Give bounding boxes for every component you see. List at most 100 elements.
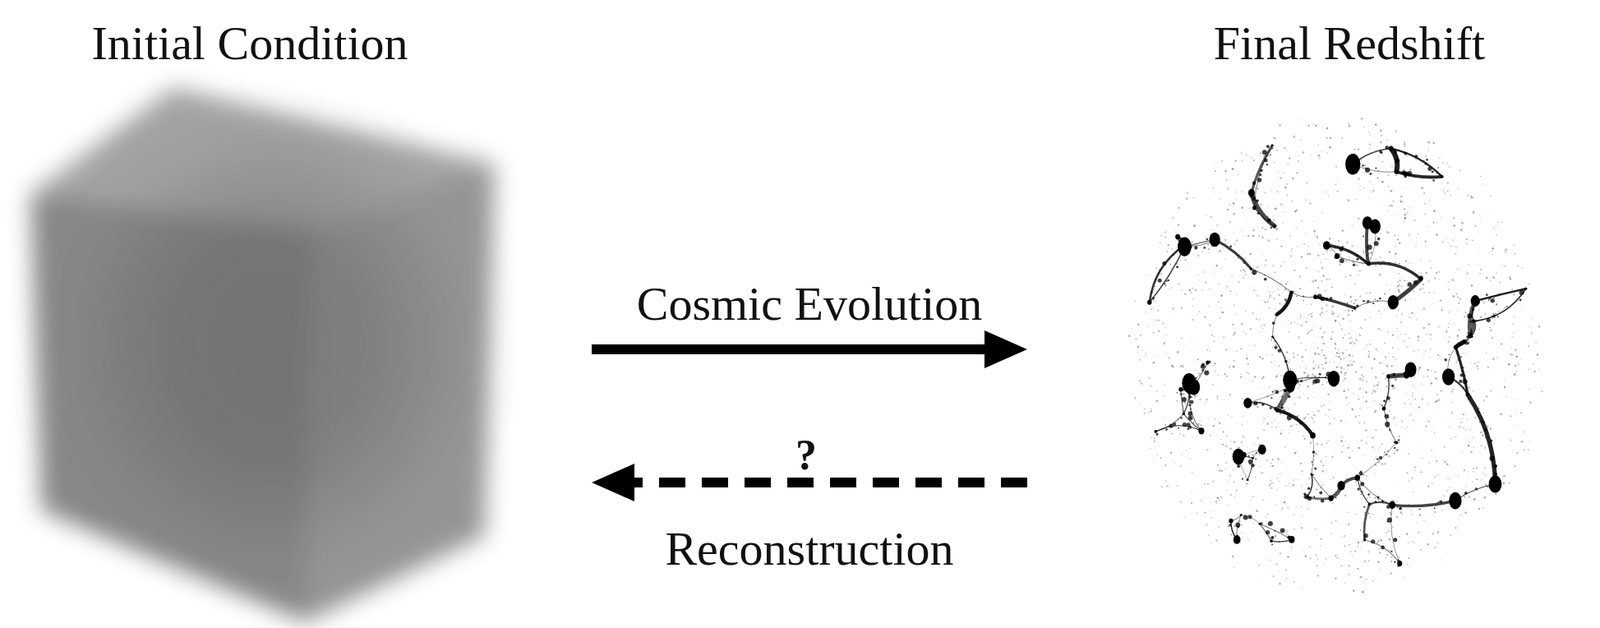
web-speck [1392,387,1394,389]
web-speck [1157,330,1160,332]
web-speck [1516,355,1519,359]
web-speck [1235,350,1238,353]
web-speck [1348,456,1352,459]
web-speck [1274,360,1277,363]
web-speck [1376,383,1379,387]
web-speck [1297,155,1299,157]
web-speck [1461,352,1464,355]
web-speck [1312,312,1314,314]
web-speck [1165,479,1167,481]
web-speck [1290,250,1292,252]
web-speck [1412,350,1415,352]
web-speck [1326,278,1328,281]
web-speck [1397,215,1398,217]
web-speck [1447,175,1448,176]
web-speck [1330,532,1332,534]
web-speck [1465,311,1467,314]
web-speck [1246,420,1248,422]
web-speck [1404,211,1406,213]
web-speck [1284,495,1286,497]
web-speck [1204,281,1207,283]
web-speck [1392,346,1394,349]
web-filament [1247,457,1253,480]
web-speck [1272,575,1275,577]
web-speck [1443,357,1445,359]
web-speck [1504,250,1507,253]
web-speck [1220,496,1222,498]
web-speck [1428,149,1430,151]
web-speck [1288,432,1291,434]
web-speck [1183,434,1186,437]
web-speck [1500,342,1504,346]
web-speck [1391,204,1393,206]
web-speck [1530,331,1534,335]
web-speck [1305,367,1308,369]
web-speck [1175,400,1178,402]
web-speck [1253,289,1255,291]
web-speck [1364,171,1366,174]
web-speck [1448,426,1451,429]
web-speck [1336,557,1338,559]
web-speck [1429,379,1430,381]
web-speck [1391,431,1393,433]
web-speck [1394,230,1396,231]
web-speck [1429,355,1431,358]
web-speck [1308,124,1310,127]
web-speck [1351,450,1353,452]
web-speck [1483,399,1486,402]
web-speck [1381,518,1383,520]
web-speck [1250,531,1252,533]
web-speck [1506,396,1508,398]
web-filament [1155,413,1184,431]
web-speck [1364,400,1367,402]
web-speck [1291,546,1293,549]
web-speck [1503,266,1505,268]
web-speck [1397,281,1399,283]
web-speck [1410,413,1413,416]
web-speck [1217,496,1220,499]
web-speck [1482,472,1485,475]
web-speck [1246,469,1248,471]
web-speck [1272,264,1274,267]
web-speck [1377,539,1379,542]
web-speck [1364,228,1366,231]
web-speck [1431,532,1435,535]
web-filament [1272,313,1278,337]
web-speck [1320,349,1323,351]
web-speck [1358,274,1360,276]
web-speck [1430,369,1433,372]
web-speck [1320,280,1324,283]
web-speck [1372,513,1375,516]
web-filament [1291,292,1315,298]
web-speck [1360,117,1364,120]
web-speck [1337,190,1339,193]
web-speck [1307,253,1310,255]
web-speck [1180,364,1183,368]
web-speck [1227,503,1229,505]
web-speck [1381,161,1384,163]
web-speck [1261,377,1264,379]
web-speck [1424,212,1427,216]
web-speck [1478,251,1480,253]
web-speck [1443,446,1446,448]
web-speck [1180,501,1182,503]
web-speck [1356,545,1359,548]
web-speck [1492,276,1495,279]
web-speck [1164,326,1167,328]
web-speck [1406,471,1408,474]
web-speck [1291,248,1294,251]
web-speck [1313,414,1316,417]
web-speck [1384,189,1386,191]
web-speck [1388,204,1391,207]
web-speck [1258,318,1260,321]
web-speck [1252,229,1255,231]
web-speck [1317,574,1319,577]
web-speck [1480,268,1482,271]
web-speck [1263,331,1265,332]
web-speck [1242,276,1245,279]
web-speck [1404,280,1406,282]
web-speck [1471,340,1473,342]
web-speck [1377,327,1379,330]
web-speck [1513,316,1515,318]
web-speck [1484,466,1486,469]
